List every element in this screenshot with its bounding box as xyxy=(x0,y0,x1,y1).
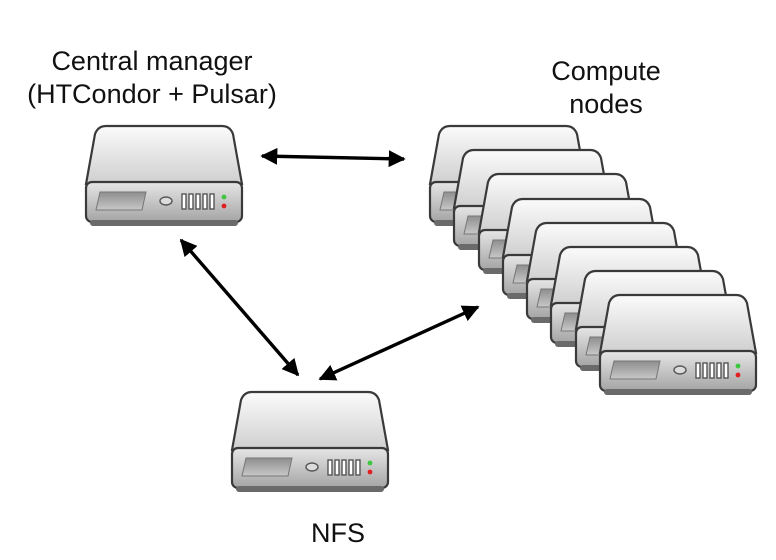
arrow-central-to-compute xyxy=(260,147,406,168)
central-manager-label: Central manager (HTCondor + Pulsar) xyxy=(27,45,277,111)
compute-nodes-label: Compute nodes xyxy=(551,55,661,121)
compute-nodes-label-line1: Compute xyxy=(551,56,661,86)
central-manager-label-line2: (HTCondor + Pulsar) xyxy=(27,79,277,109)
compute-nodes-stack xyxy=(428,124,758,397)
central-manager-label-line1: Central manager xyxy=(51,46,253,76)
compute-node-server-icon xyxy=(598,293,758,397)
arrow-central-to-nfs xyxy=(179,238,300,377)
nfs-server-icon xyxy=(230,390,390,494)
arrow-nfs-to-compute xyxy=(318,305,480,381)
central-manager-server-icon xyxy=(84,124,244,228)
compute-nodes-label-line2: nodes xyxy=(569,89,643,119)
nfs-label: NFS xyxy=(311,518,365,548)
